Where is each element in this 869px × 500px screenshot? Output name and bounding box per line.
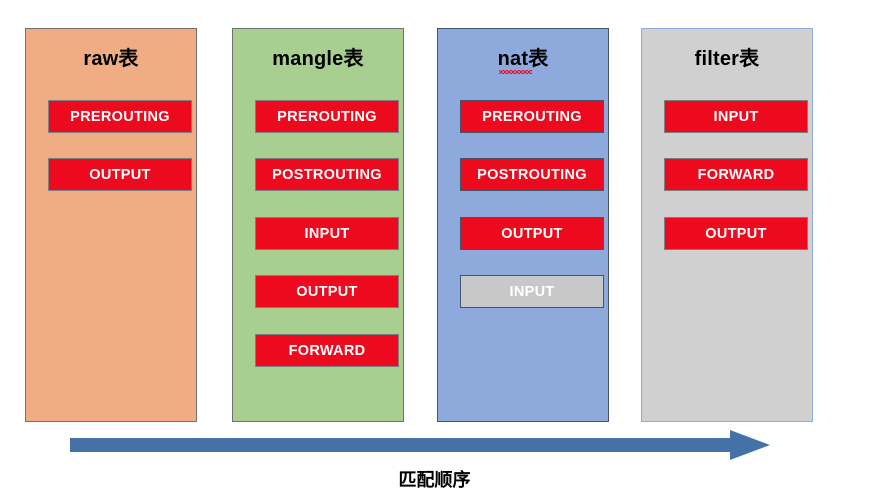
chain-label: OUTPUT xyxy=(296,283,358,300)
table-title-mangle: mangle表 xyxy=(233,49,403,69)
flow-arrow-icon xyxy=(70,430,770,460)
table-title-filter-text: filter表 xyxy=(694,48,760,70)
chain-label: PREROUTING xyxy=(482,108,582,125)
table-column-filter[interactable]: filter表 INPUT FORWARD OUTPUT xyxy=(641,28,813,422)
spellcheck-underline-icon xyxy=(498,70,532,74)
chain-label: POSTROUTING xyxy=(272,166,382,183)
chain-label: FORWARD xyxy=(288,342,366,359)
chain-label: FORWARD xyxy=(697,166,775,183)
chain-box-filter-forward[interactable]: FORWARD xyxy=(664,158,808,191)
chain-label: INPUT xyxy=(304,225,350,242)
chain-box-mangle-input[interactable]: INPUT xyxy=(255,217,399,250)
chain-label: OUTPUT xyxy=(705,225,767,242)
table-column-raw[interactable]: raw表 PREROUTING OUTPUT xyxy=(25,28,197,422)
chain-label: PREROUTING xyxy=(70,108,170,125)
chain-box-filter-output[interactable]: OUTPUT xyxy=(664,217,808,250)
chain-label: INPUT xyxy=(509,283,555,300)
chain-box-nat-prerouting[interactable]: PREROUTING xyxy=(460,100,604,133)
table-title-mangle-text: mangle表 xyxy=(272,48,364,70)
chain-box-mangle-forward[interactable]: FORWARD xyxy=(255,334,399,367)
table-column-nat[interactable]: nat表 PREROUTING POSTROUTING OUTPUT INPUT xyxy=(437,28,609,422)
chain-box-nat-output[interactable]: OUTPUT xyxy=(460,217,604,250)
chain-box-nat-postrouting[interactable]: POSTROUTING xyxy=(460,158,604,191)
flow-caption: 匹配顺序 xyxy=(398,470,471,490)
table-title-nat: nat表 xyxy=(438,48,608,74)
chain-box-raw-output[interactable]: OUTPUT xyxy=(48,158,192,191)
chain-box-nat-input[interactable]: INPUT xyxy=(460,275,604,308)
chain-box-filter-input[interactable]: INPUT xyxy=(664,100,808,133)
chain-label: OUTPUT xyxy=(89,166,151,183)
chain-box-mangle-output[interactable]: OUTPUT xyxy=(255,275,399,308)
chain-label: POSTROUTING xyxy=(477,166,587,183)
chain-label: OUTPUT xyxy=(501,225,563,242)
chain-box-mangle-prerouting[interactable]: PREROUTING xyxy=(255,100,399,133)
table-column-mangle[interactable]: mangle表 PREROUTING POSTROUTING INPUT OUT… xyxy=(232,28,404,422)
table-title-nat-text: nat表 xyxy=(497,48,549,70)
chain-label: INPUT xyxy=(713,108,759,125)
table-title-raw: raw表 xyxy=(26,49,196,69)
chain-box-mangle-postrouting[interactable]: POSTROUTING xyxy=(255,158,399,191)
table-title-raw-text: raw表 xyxy=(83,48,139,70)
chain-box-raw-prerouting[interactable]: PREROUTING xyxy=(48,100,192,133)
table-title-filter: filter表 xyxy=(642,49,812,69)
chain-label: PREROUTING xyxy=(277,108,377,125)
